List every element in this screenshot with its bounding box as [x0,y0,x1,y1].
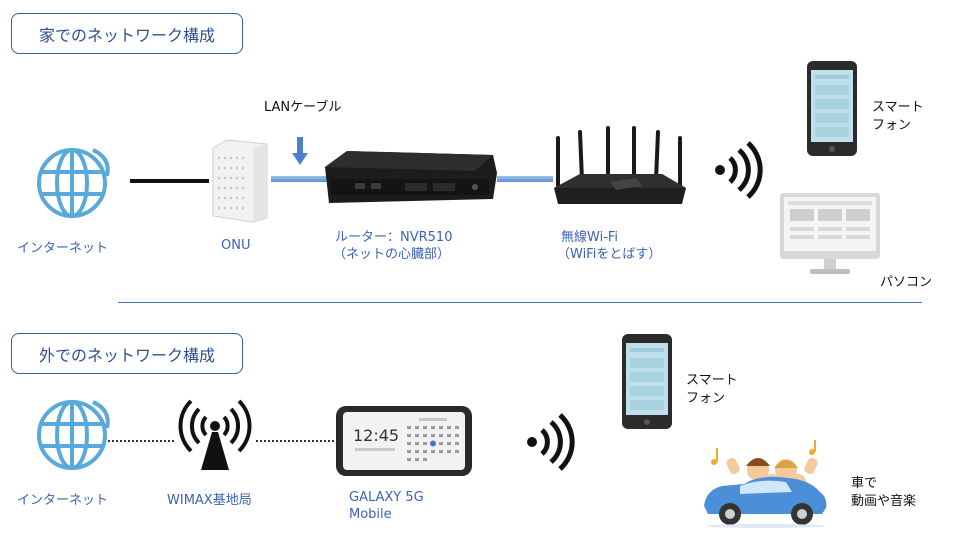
home-internet-label: インターネット [17,241,109,256]
mobile-router-label-line2: Mobile [349,507,392,522]
wireless-link-dotted-2 [256,440,334,442]
calendar-icon [407,418,459,461]
wifi-label-line2: （WiFiをとばす） [557,247,662,262]
wimax-label: WIMAX基地局 [167,493,252,508]
car-label-line1: 車で [851,476,878,491]
lan-cable-label: LANケーブル [264,100,342,115]
mobile-router-label-line1: GALAXY 5G [349,490,424,505]
onu-device-icon [212,139,268,223]
section-divider [118,302,922,303]
home-section-title-text: 家でのネットワーク構成 [38,25,215,45]
lan-cable [271,176,327,182]
fiber-cable [130,179,209,183]
smartphone-icon [622,334,672,429]
home-smartphone-label-line1: スマート [872,100,924,115]
wifi-signal-icon [527,413,575,471]
mobile-router-subtext [355,448,395,451]
router-label-line1: ルーター：NVR510 [335,230,453,245]
globe-icon [37,400,110,470]
pc-monitor-icon [780,193,880,274]
family-car-icon [704,440,827,528]
outside-section-title-text: 外でのネットワーク構成 [38,345,215,365]
car-label-line2: 動画や音楽 [851,494,917,509]
mobile-router-time: 12:45 [353,426,400,445]
wifi-signal-icon [715,141,763,199]
wifi-label-line1: 無線Wi-Fi [561,230,619,245]
mobile-router-screen: 12:45 [343,412,465,470]
outside-internet-label: インターネット [17,493,109,508]
globe-icon [37,148,110,218]
outside-section-title: 外でのネットワーク構成 [11,333,243,374]
wireless-link-dotted [108,440,174,442]
outside-smartphone-label-line2: フォン [686,391,726,406]
mobile-router-device: 12:45 [336,406,472,476]
arrow-down-icon [292,137,308,165]
outside-smartphone-label-line1: スマート [686,373,738,388]
router-device-icon [325,151,497,203]
wifi-router-icon [554,126,686,204]
lan-cable-2 [497,176,553,182]
smartphone-icon [807,61,857,156]
onu-label: ONU [221,238,251,253]
home-smartphone-label-line2: フォン [872,118,912,133]
home-section-title: 家でのネットワーク構成 [11,13,243,54]
router-label-line2: （ネットの心臓部） [333,247,451,262]
antenna-tower-icon [178,399,252,470]
pc-label: パソコン [880,275,933,290]
